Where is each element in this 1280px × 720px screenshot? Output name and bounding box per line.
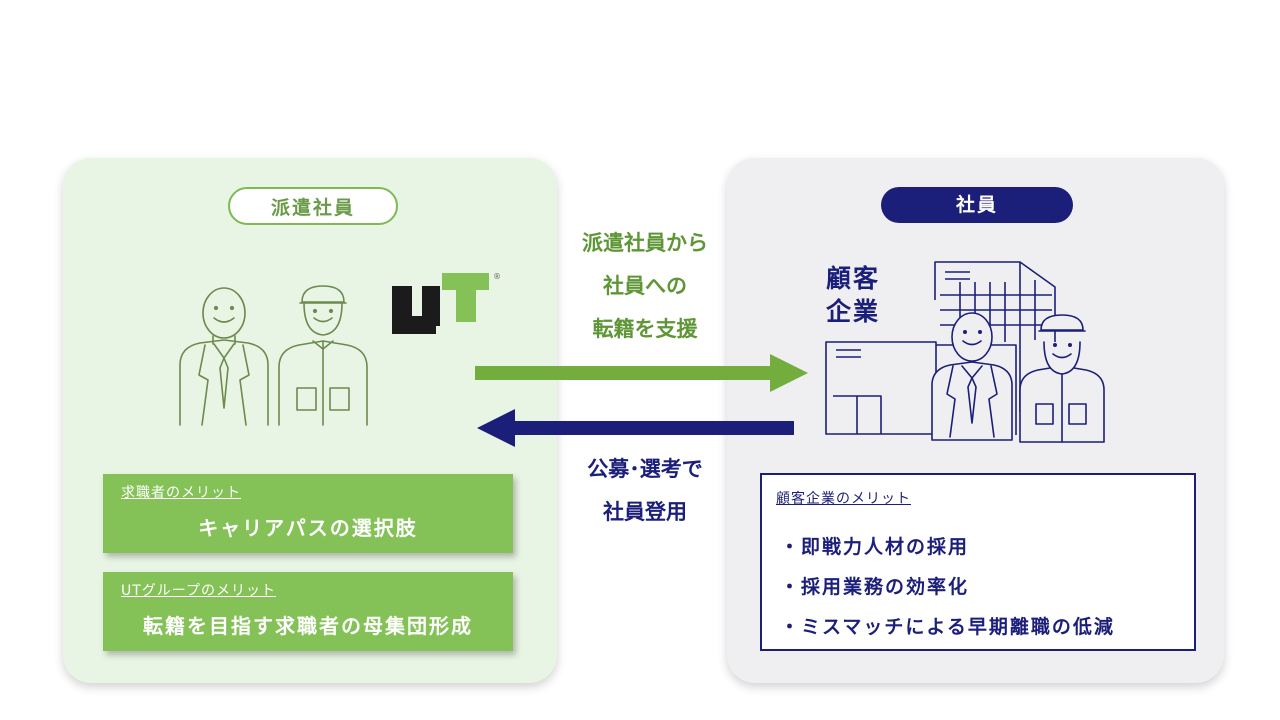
- client-company-label: 顧客 企業: [826, 264, 881, 326]
- worker-icon: [278, 285, 368, 426]
- merit-title: 顧客企業のメリット: [776, 491, 911, 507]
- merit-body: キャリアパスの選択肢: [198, 516, 418, 540]
- employee-businessman-icon: [931, 312, 1013, 441]
- ut-group-logo: ®: [392, 268, 504, 344]
- merit-list: ・即戦力人材の採用 ・採用業務の効率化 ・ミスマッチによる早期離職の低減: [780, 527, 1115, 647]
- list-item: ・ミスマッチによる早期離職の低減: [780, 616, 1115, 638]
- merit-title: UTグループのメリット: [121, 583, 276, 599]
- arrow-left-icon: [477, 409, 794, 447]
- client-merit-box: 顧客企業のメリット ・即戦力人材の採用 ・採用業務の効率化 ・ミスマッチによる早…: [760, 473, 1196, 651]
- list-item: ・即戦力人材の採用: [780, 536, 970, 558]
- logo-registered-mark: ®: [493, 272, 501, 281]
- businessman-icon: [179, 287, 269, 426]
- employee-worker-icon: [1019, 314, 1105, 443]
- arrow-right-icon: [475, 354, 808, 392]
- list-item: ・採用業務の効率化: [780, 576, 970, 598]
- job-seeker-merit-box: 求職者のメリット キャリアパスの選択肢: [103, 474, 513, 553]
- recruitment-text: 公募･選考で 社員登用: [587, 457, 703, 524]
- transfer-support-text: 派遣社員から 社員への 転籍を支援: [582, 231, 708, 341]
- employee-label: 社員: [881, 187, 1073, 223]
- merit-body: 転籍を目指す求職者の母集団形成: [143, 614, 473, 638]
- merit-title: 求職者のメリット: [121, 485, 241, 501]
- ut-group-merit-box: UTグループのメリット 転籍を目指す求職者の母集団形成: [103, 572, 513, 651]
- dispatch-staff-label: 派遣社員: [228, 187, 398, 225]
